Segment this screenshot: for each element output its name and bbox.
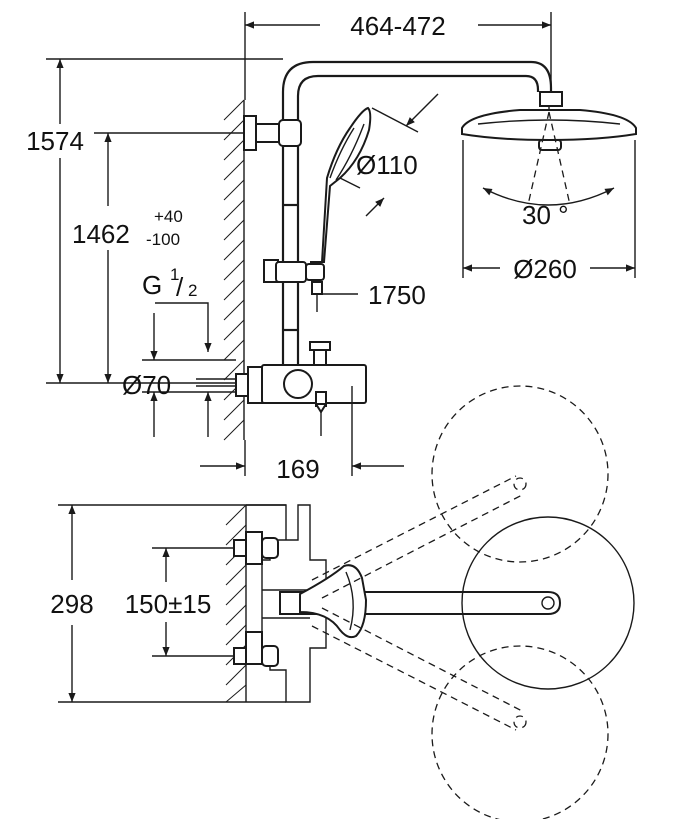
dim-bar-height [94, 132, 244, 383]
label-total-height: 1574 [26, 126, 84, 156]
top-view: 298 150±15 [50, 385, 635, 819]
front-view: 464-472 1574 1462 +40 -100 G 1 / 2 [26, 11, 637, 484]
wall-hatching-top [225, 504, 247, 703]
label-bar-height: 1462 [72, 219, 130, 249]
head-shower [461, 91, 637, 206]
dim-wall-flange [142, 313, 236, 437]
label-arm-reach: 464-472 [350, 11, 445, 41]
riser-and-arm [281, 60, 553, 372]
mixer-body-top [246, 504, 327, 703]
hand-shower-holder [263, 259, 325, 283]
dim-head-shower [462, 140, 636, 278]
dim-body-height [58, 504, 286, 703]
label-hose-length: 1750 [368, 280, 426, 310]
top-wall-bracket [243, 115, 302, 151]
swivel-positions [311, 385, 609, 819]
dim-inlet-spacing [152, 547, 234, 657]
label-head-shower-dia: Ø260 [513, 254, 577, 284]
inlet-upper [233, 531, 279, 565]
dim-total-height [46, 58, 283, 384]
label-hand-shower-dia: Ø110 [356, 150, 418, 180]
label-tilt-angle: 30 ° [522, 200, 569, 230]
label-thread-den: 2 [188, 281, 197, 300]
hand-shower [310, 106, 372, 263]
thread-leader [155, 302, 212, 352]
label-thread: G [142, 270, 162, 300]
label-bar-height-tol-plus: +40 [154, 207, 183, 226]
thread-slash: / [176, 272, 184, 302]
inlet-lower [233, 631, 279, 667]
head-shower-top [461, 516, 635, 690]
dim-arm-reach [244, 12, 552, 100]
label-thread-num: 1 [170, 265, 179, 284]
hand-shower-top [299, 564, 368, 639]
dim-spout-projection [200, 440, 404, 476]
label-inlet-spacing: 150±15 [125, 589, 212, 619]
hose-connector [311, 281, 358, 312]
label-bar-height-tol-minus: -100 [146, 230, 180, 249]
dim-hand-shower [339, 93, 439, 217]
thermostat-mixer [235, 341, 367, 460]
label-spout-projection: 169 [276, 454, 319, 484]
label-wall-flange: Ø70 [122, 370, 171, 400]
label-body-height: 298 [50, 589, 93, 619]
